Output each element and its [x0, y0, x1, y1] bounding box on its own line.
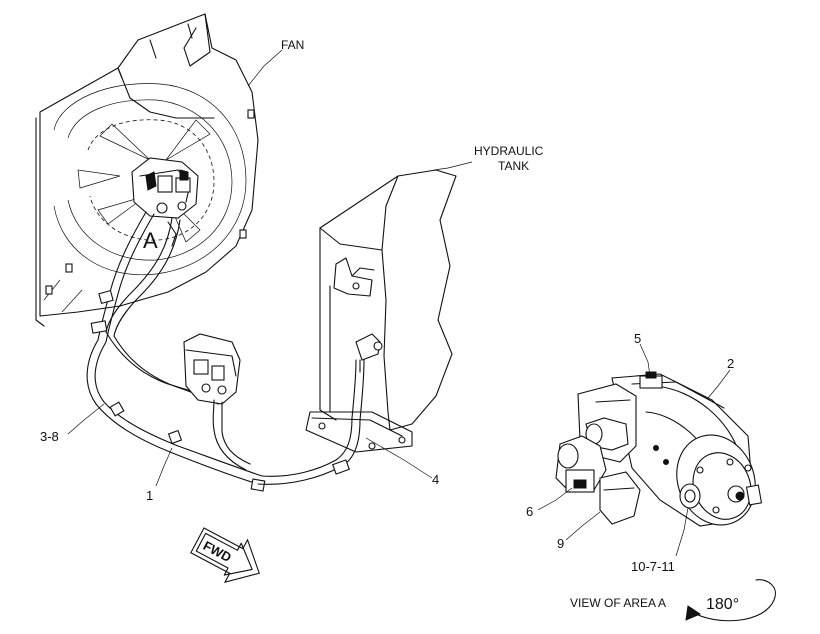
leader-lines — [67, 49, 731, 557]
hydraulic-tank-label-line2: TANK — [498, 159, 529, 173]
area-a-label: A — [143, 228, 158, 253]
hydraulic-tank — [305, 169, 457, 453]
callout-10-7-11: 10-7-11 — [631, 559, 675, 574]
rotation-arrow — [685, 579, 776, 622]
callout-3-8: 3-8 — [40, 429, 59, 444]
fwd-arrow: FWD — [190, 527, 260, 584]
view-of-area-label: VIEW OF AREA A — [570, 596, 666, 610]
fan-label: FAN — [281, 38, 304, 52]
hydraulic-tank-label-line1: HYDRAULIC — [474, 144, 544, 158]
fan-shroud — [35, 13, 259, 327]
callout-1: 1 — [146, 488, 153, 503]
callout-4: 4 — [432, 472, 439, 487]
callout-2: 2 — [727, 356, 734, 371]
rotation-label: 180° — [706, 596, 739, 613]
callout-6: 6 — [526, 504, 533, 519]
center-pump — [183, 333, 251, 471]
pump-view-area-a — [555, 371, 763, 527]
fan-hydraulic-motor — [131, 157, 199, 247]
callout-9: 9 — [557, 536, 564, 551]
callout-5: 5 — [634, 331, 641, 346]
